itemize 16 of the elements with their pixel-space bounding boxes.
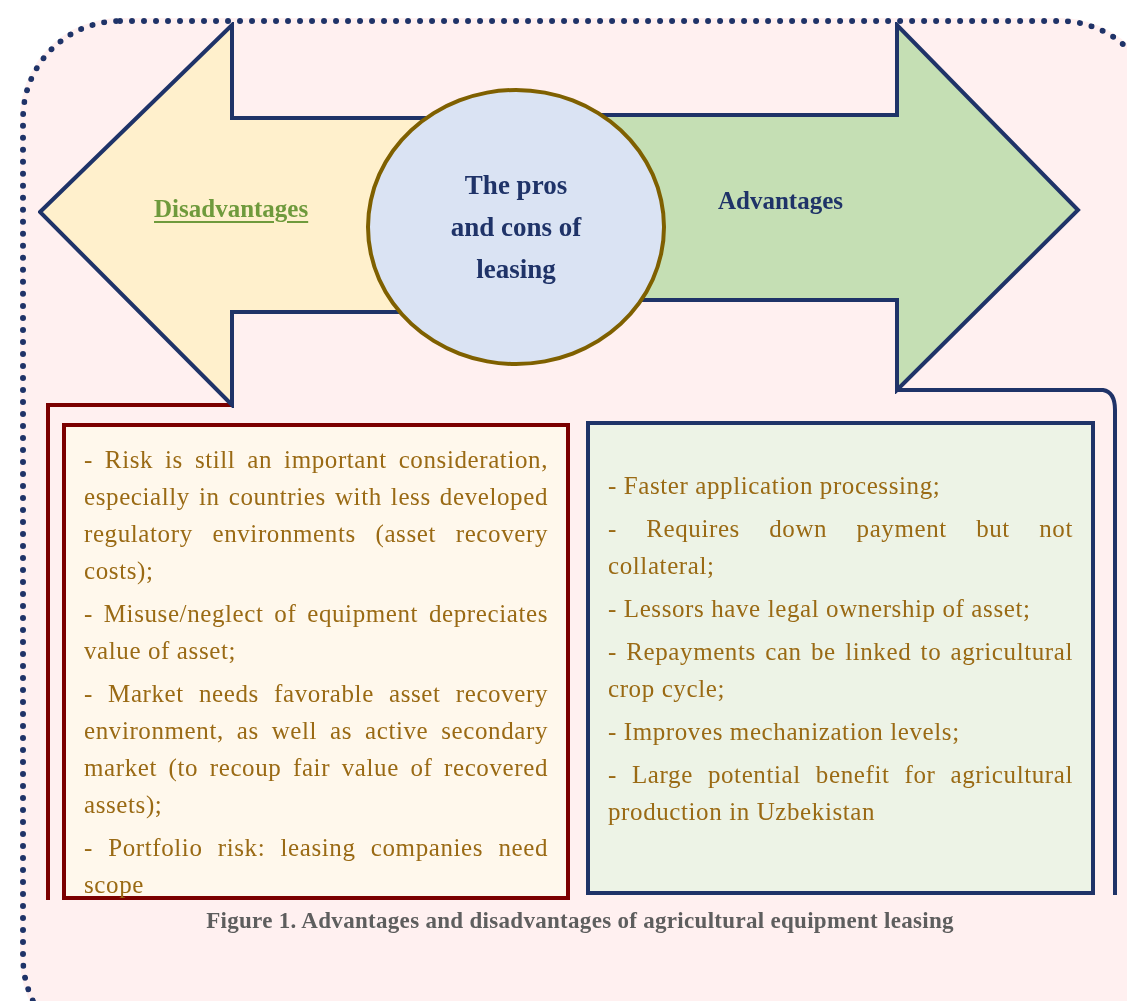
list-item: - Portfolio risk: leasing companies need scope [84,833,548,900]
list-item: - Lessors have legal ownership of asset; [608,594,1032,624]
list-item: - Repayments can be linked to agricultural crop cycle; [608,637,1073,704]
list-item: - Faster application processing; [608,471,942,501]
list-item: - Risk is still an important consideration, especially in countries with less developed regulatory environments (asset recovery costs); [84,445,548,586]
circle-label: The pros and cons of leasing [449,169,583,286]
disadvantages-box [62,423,570,900]
advantages-box [586,421,1095,895]
list-item: - Market needs favorable asset recovery environment, as well as active secondary market (to recoup fair value of recovered assets); [84,679,548,820]
list-item: - Requires down payment but not collateral; [608,514,1073,581]
list-item: - Large potential benefit for agricultural production in Uzbekistan [608,760,1073,827]
list-item: - Misuse/neglect of equipment depreciates value of asset; [84,599,548,666]
list-item: - Improves mechanization levels; [608,717,961,747]
arrow-label: Disadvantages [154,194,309,224]
arrow-label: Advantages [718,186,843,216]
figure-caption: Figure 1. Advantages and disadvantages of agricultural equipment leasing [206,907,954,935]
